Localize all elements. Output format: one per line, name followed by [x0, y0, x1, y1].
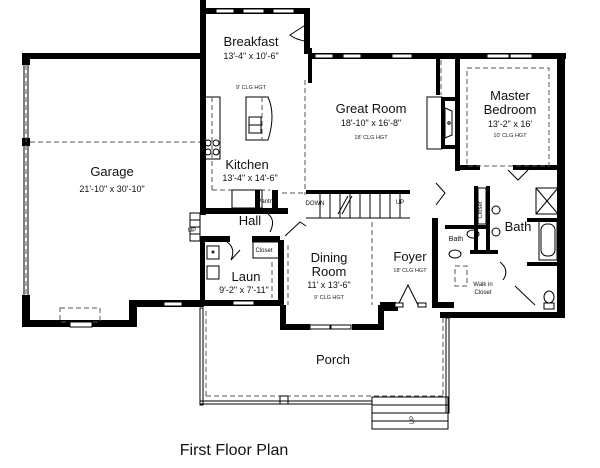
- kitchen-island: [245, 96, 273, 141]
- porch-name: Porch: [316, 352, 350, 367]
- bath-angle-wall: [514, 285, 536, 306]
- bath-closet: [477, 187, 487, 225]
- master-name-line1: Master: [490, 88, 530, 103]
- great-room-dims: 18'-10" x 16'-8": [341, 118, 401, 128]
- master-dims: 13'-2" x 16': [488, 119, 532, 129]
- walk-in-label-2: Closet: [474, 290, 491, 296]
- master-window-1: [486, 53, 510, 59]
- hall-name: Hall: [239, 213, 262, 228]
- dining-name-line1: Dining: [311, 250, 348, 265]
- great-room-ceiling: 18' CLG HGT: [354, 135, 388, 141]
- great-room-window-3: [391, 53, 413, 59]
- plan-title: First Floor Plan: [180, 442, 288, 459]
- foyer-sidelight-2: [417, 302, 427, 308]
- walk-in-shelf: [454, 265, 468, 287]
- walk-in-label-1: Walk in: [473, 282, 492, 288]
- stair-down-label: DOWN: [306, 201, 325, 207]
- garage-step: [59, 307, 101, 323]
- front-door: [397, 283, 419, 306]
- breakfast-name: Breakfast: [224, 34, 279, 49]
- garage-window-2: [163, 301, 183, 307]
- porch-steps: [371, 396, 449, 430]
- master-bath-label: Bath: [505, 219, 532, 234]
- garage-window: [69, 321, 93, 328]
- half-bath-fixtures: [448, 229, 480, 259]
- kitchen-dims: 13'-4" x 14'-6": [222, 173, 277, 183]
- toilet: [543, 290, 555, 310]
- breakfast-dims: 13'-4" x 10'-6": [223, 51, 278, 61]
- breakfast-ceiling: 9' CLG HGT: [236, 85, 267, 91]
- hall-closet-label: Closet: [255, 248, 272, 254]
- foyer-name: Foyer: [393, 249, 427, 264]
- laundry-name: Laun: [232, 269, 261, 284]
- breakfast-window-1: [215, 8, 235, 14]
- master-name-line2: Bedroom: [484, 102, 537, 117]
- dining-name-line2: Room: [312, 264, 347, 279]
- great-room-window-2: [342, 53, 362, 59]
- breakfast-window-3: [272, 8, 295, 14]
- breakfast-window-2: [242, 8, 265, 14]
- master-tray-ceiling: [466, 67, 550, 167]
- foyer-ceiling: 18' CLG HGT: [393, 268, 427, 274]
- breakfast-door: [289, 21, 311, 43]
- bath-walls: [440, 186, 565, 318]
- great-room-name: Great Room: [336, 101, 407, 116]
- laundry-window: [232, 300, 255, 306]
- master-bath-sinks: [491, 205, 501, 237]
- bath-door: [499, 261, 507, 281]
- master-bath-door: [507, 169, 529, 181]
- bath-closet-label: Closet: [478, 201, 484, 218]
- foyer-walls: [380, 59, 454, 308]
- garage-up-label: UP: [188, 228, 196, 234]
- laundry-appliances: [206, 245, 220, 280]
- fireplace: [426, 96, 459, 150]
- hall-door-2: [267, 213, 274, 233]
- hall-door: [226, 241, 241, 261]
- dining-ceiling: 9' CLG HGT: [314, 295, 345, 301]
- master-ceiling: 10' CLG HGT: [493, 133, 527, 139]
- laundry-dims: 9'-2" x 7'-11": [219, 285, 269, 295]
- dining-window-1: [309, 324, 331, 330]
- half-bath-label: Bath: [449, 236, 464, 243]
- great-room-window-1: [314, 53, 334, 59]
- garage-door-left: [23, 65, 29, 295]
- staircase: [306, 190, 410, 219]
- dining-angle-wall: [284, 221, 307, 237]
- dining-dims: 11' x 13'-6": [307, 280, 351, 290]
- foyer-door-to-bath: [435, 182, 446, 206]
- master-window-2: [509, 53, 533, 59]
- garage-dims: 21'-10" x 30'-10": [79, 184, 144, 194]
- pantry-walls: [200, 190, 288, 214]
- porch-up-label: UP: [410, 416, 416, 424]
- foyer-sidelight-1: [394, 302, 404, 308]
- kitchen-name: Kitchen: [225, 157, 268, 172]
- pantry-label: Pantry: [257, 199, 274, 205]
- porch-outline: [199, 307, 450, 414]
- shower: [535, 187, 559, 215]
- dining-window-2: [330, 324, 352, 330]
- bathtub: [538, 219, 558, 261]
- garage-name: Garage: [90, 164, 133, 179]
- hall-walls: [200, 236, 280, 306]
- garage-steps: [189, 212, 201, 242]
- stair-up-label: UP: [396, 200, 404, 206]
